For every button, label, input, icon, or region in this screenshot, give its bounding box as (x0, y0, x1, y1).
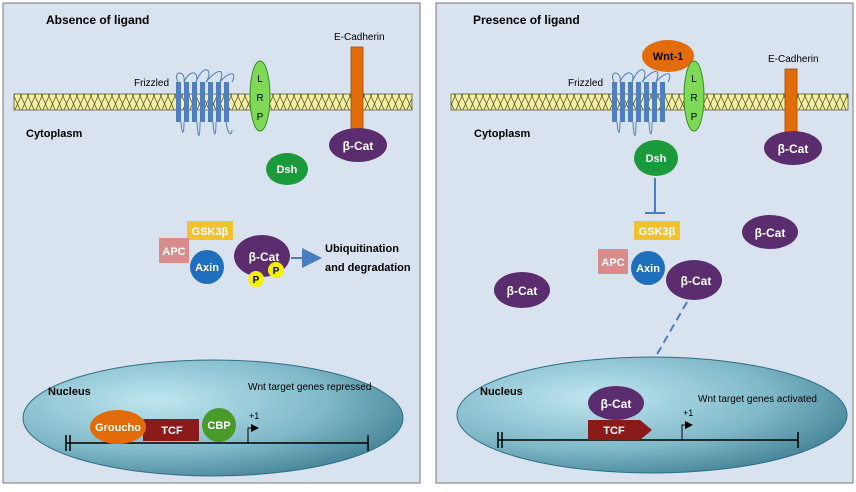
right-frizzled-label: Frizzled (568, 78, 603, 89)
svg-text:Axin: Axin (636, 263, 660, 275)
right-bcat-complex (666, 260, 722, 300)
svg-text:Axin: Axin (195, 262, 219, 274)
right-tss-arrow (681, 421, 693, 440)
svg-text:β-Cat: β-Cat (778, 142, 809, 156)
left-ecadherin-label: E-Cadherin (334, 32, 385, 43)
right-dna (497, 432, 799, 448)
svg-text:GSK3β: GSK3β (639, 226, 676, 238)
svg-text:R: R (690, 93, 697, 104)
right-bcat-free-2: β-Cat (494, 272, 550, 308)
right-lrp: L R P (683, 60, 705, 132)
right-title: Presence of ligand (473, 13, 580, 27)
left-cytoplasm-label: Cytoplasm (26, 128, 82, 140)
svg-text:P: P (691, 112, 698, 123)
svg-text:Dsh: Dsh (646, 153, 667, 165)
svg-text:L: L (691, 74, 697, 85)
svg-text:GSK3β: GSK3β (192, 226, 229, 238)
svg-text:L: L (257, 74, 263, 85)
left-destruction-complex: GSK3β APC β-Cat Axin P P (159, 221, 290, 287)
svg-text:R: R (256, 93, 263, 104)
svg-text:P: P (253, 275, 260, 286)
left-cbp (202, 408, 236, 442)
svg-text:Groucho: Groucho (95, 422, 141, 434)
svg-text:APC: APC (601, 257, 624, 269)
svg-text:β-Cat: β-Cat (755, 226, 786, 240)
left-bcat-membrane: β-Cat (329, 128, 387, 162)
svg-text:β-Cat: β-Cat (601, 397, 632, 411)
svg-text:β-Cat: β-Cat (249, 250, 280, 264)
right-target-genes-label: Wnt target genes activated (698, 394, 817, 405)
left-tcf (143, 419, 199, 441)
right-tcf (588, 420, 652, 440)
right-nucleus-label: Nucleus (480, 386, 523, 398)
right-axin (631, 251, 665, 285)
right-wnt1-ligand: Wnt-1 (642, 40, 694, 72)
right-destruction-complex: GSK3β APC Axin β-Cat (598, 221, 722, 300)
right-bcat-free-1: β-Cat (742, 215, 798, 249)
svg-text:CBP: CBP (207, 420, 230, 432)
svg-text:TCF: TCF (161, 425, 183, 437)
right-cytoplasm-label: Cytoplasm (474, 128, 530, 140)
left-phospho-1 (248, 271, 264, 287)
left-plus-one: +1 (249, 411, 259, 421)
left-dsh: Dsh (266, 153, 308, 185)
left-axin (190, 250, 224, 284)
left-tss-arrow (247, 424, 259, 443)
svg-text:Wnt-1: Wnt-1 (653, 51, 684, 63)
right-ecadherin (784, 68, 798, 134)
left-apc (159, 238, 189, 263)
right-dsh: Dsh (634, 140, 678, 176)
svg-text:TCF: TCF (603, 425, 625, 437)
svg-text:P: P (273, 266, 280, 277)
left-groucho (90, 410, 146, 444)
svg-text:β-Cat: β-Cat (507, 284, 538, 298)
left-frizzled-label: Frizzled (134, 78, 169, 89)
svg-text:P: P (257, 112, 264, 123)
right-apc (598, 249, 628, 274)
left-frizzled-receptor (176, 69, 235, 136)
right-bcat-nucleus: β-Cat (588, 386, 644, 420)
left-nucleus-label: Nucleus (48, 386, 91, 398)
left-gsk3b (187, 221, 233, 240)
svg-text:β-Cat: β-Cat (343, 139, 374, 153)
svg-text:APC: APC (162, 246, 185, 258)
left-ecadherin (350, 46, 364, 132)
right-frizzled-receptor (612, 69, 671, 136)
right-ecadherin-label: E-Cadherin (768, 54, 819, 65)
left-target-genes-label: Wnt target genes repressed (248, 382, 371, 393)
svg-text:Dsh: Dsh (277, 164, 298, 176)
left-phospho-2 (268, 262, 284, 278)
right-bcat-membrane: β-Cat (764, 131, 822, 165)
right-gsk3b (634, 221, 680, 240)
left-degradation-text: and degradation (325, 262, 411, 274)
left-lrp: L R P (249, 60, 271, 132)
right-panel: Presence of ligand Frizzled Wnt-1 L R P (435, 2, 854, 484)
left-panel: Absence of ligand Frizzled L R P E-Cadhe… (2, 2, 421, 484)
svg-text:β-Cat: β-Cat (681, 274, 712, 288)
left-title: Absence of ligand (46, 13, 149, 27)
right-membrane (450, 93, 849, 111)
right-nucleus (456, 356, 848, 474)
right-plus-one: +1 (683, 408, 693, 418)
left-ubiquitination-text: Ubiquitination (325, 243, 399, 255)
